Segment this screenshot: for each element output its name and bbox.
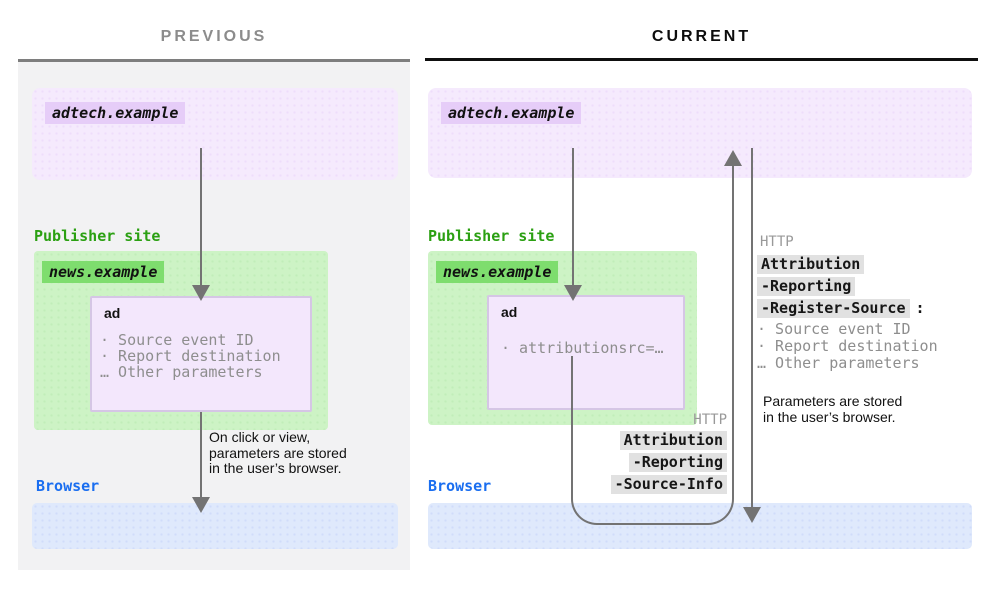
register-source-param-item: … Other parameters xyxy=(757,354,920,372)
current-ad-title: ad xyxy=(501,304,518,320)
previous-storage-annotation: On click or view, parameters are stored … xyxy=(209,429,347,477)
return-path-down-segment xyxy=(571,356,573,440)
register-source-colon: : xyxy=(915,299,925,317)
current-ad-parameters: · attributionsrc=… xyxy=(501,340,664,356)
annotation-line: in the user’s browser. xyxy=(209,460,342,476)
current-adtech-box: adtech.example xyxy=(428,88,972,178)
previous-arrow-ad-to-browser-shaft xyxy=(200,412,202,498)
return-path-curve xyxy=(571,440,734,525)
current-storage-annotation: Parameters are stored in the user’s brow… xyxy=(763,393,903,425)
current-ad-box: ad · attributionsrc=… xyxy=(487,295,685,410)
previous-ad-param-item: · Source event ID xyxy=(100,331,254,349)
previous-news-domain-badge: news.example xyxy=(42,261,165,283)
source-info-http-label: HTTP xyxy=(693,412,727,428)
return-path-up-shaft xyxy=(732,164,734,440)
previous-arrow-adtech-to-ad-head xyxy=(192,285,210,301)
current-browser-box xyxy=(428,503,972,549)
current-browser-label: Browser xyxy=(428,477,492,495)
source-info-header-line: Attribution xyxy=(619,431,727,450)
current-arrow-adtech-to-browser-head xyxy=(743,507,761,523)
current-arrow-adtech-to-ad-shaft xyxy=(572,148,574,287)
current-news-domain-badge: news.example xyxy=(436,261,559,283)
previous-publisher-site-label: Publisher site xyxy=(34,227,161,245)
source-info-header-line: -Reporting xyxy=(628,453,727,472)
register-source-header-line: Attribution xyxy=(757,255,865,274)
annotation-line: in the user’s browser. xyxy=(763,408,896,425)
return-path-up-arrow-head xyxy=(724,150,742,166)
annotation-line: Parameters are stored xyxy=(763,393,903,409)
previous-ad-param-item: … Other parameters xyxy=(100,363,263,381)
current-publisher-site-label: Publisher site xyxy=(428,227,555,245)
source-info-header-line: -Source-Info xyxy=(610,475,727,494)
register-source-header-block: Attribution -Reporting -Register-Source … xyxy=(757,255,925,318)
previous-column-title: PREVIOUS xyxy=(160,28,268,45)
previous-adtech-box: adtech.example xyxy=(32,88,398,180)
current-column-title: CURRENT xyxy=(651,28,752,45)
register-source-param-item: · Report destination xyxy=(757,337,938,355)
register-source-header-line: -Reporting xyxy=(757,277,856,296)
current-arrow-adtech-to-browser-shaft xyxy=(751,148,753,509)
previous-browser-box xyxy=(32,503,398,549)
current-ad-param-item: · attributionsrc=… xyxy=(501,339,664,357)
previous-ad-box: ad · Source event ID · Report destinatio… xyxy=(90,296,312,412)
current-panel-topline xyxy=(425,58,978,61)
annotation-line: parameters are stored xyxy=(209,444,347,461)
register-source-parameters: · Source event ID · Report destination …… xyxy=(757,321,938,372)
previous-arrow-ad-to-browser-head xyxy=(192,497,210,513)
previous-adtech-domain-badge: adtech.example xyxy=(45,102,186,124)
current-arrow-adtech-to-ad-head xyxy=(564,285,582,301)
previous-ad-parameters: · Source event ID · Report destination …… xyxy=(100,332,281,380)
annotation-line: On click or view, xyxy=(209,429,311,445)
register-source-http-label: HTTP xyxy=(760,234,794,250)
register-source-param-item: · Source event ID xyxy=(757,320,911,338)
previous-browser-label: Browser xyxy=(36,477,100,495)
previous-ad-title: ad xyxy=(104,305,121,321)
previous-ad-param-item: · Report destination xyxy=(100,347,281,365)
current-adtech-domain-badge: adtech.example xyxy=(441,102,582,124)
register-source-header-row: -Register-Source : xyxy=(757,299,925,318)
previous-arrow-adtech-to-ad-shaft xyxy=(200,148,202,287)
register-source-header-line: -Register-Source xyxy=(757,299,910,318)
source-info-header-block: HTTP Attribution -Reporting -Source-Info xyxy=(555,412,727,494)
